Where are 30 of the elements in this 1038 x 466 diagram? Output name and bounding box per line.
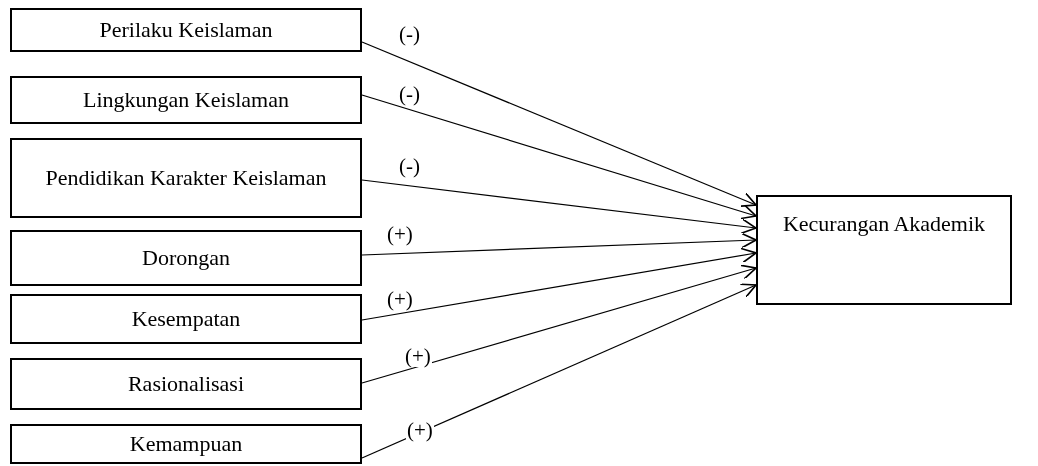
variable-name: Perilaku Keislaman bbox=[99, 16, 273, 44]
variable-name: Kemampuan bbox=[129, 430, 243, 458]
variable-box bbox=[10, 138, 362, 218]
edge-label: (-) bbox=[398, 156, 421, 177]
arrow bbox=[361, 179, 757, 235]
variable-box bbox=[10, 230, 362, 286]
variable-box bbox=[756, 195, 1012, 305]
variable-name: Pendidikan Karakter Keislaman bbox=[45, 164, 327, 192]
variable-box bbox=[10, 424, 362, 464]
variable-box bbox=[10, 8, 362, 52]
edge-label: (+) bbox=[404, 346, 432, 367]
edge-label: (+) bbox=[386, 289, 414, 310]
arrow bbox=[361, 94, 757, 220]
variable-name: Dorongan bbox=[142, 244, 230, 272]
variable-box bbox=[10, 76, 362, 124]
variable-name: Kesempatan bbox=[131, 305, 241, 333]
edge-label: (-) bbox=[398, 24, 421, 45]
arrow bbox=[361, 264, 757, 384]
edge-label: (-) bbox=[398, 84, 421, 105]
arrow bbox=[361, 283, 757, 459]
variable-name: Lingkungan Keislaman bbox=[83, 86, 289, 114]
arrow bbox=[361, 232, 757, 256]
variable-name: Rasionalisasi bbox=[127, 370, 245, 398]
variable-name: Kecurangan Akademik bbox=[782, 211, 986, 238]
edge-label: (+) bbox=[406, 420, 434, 441]
variable-box bbox=[10, 294, 362, 344]
arrow bbox=[361, 247, 757, 321]
edge-label: (+) bbox=[386, 224, 414, 245]
arrow bbox=[361, 41, 757, 207]
variable-box bbox=[10, 358, 362, 410]
